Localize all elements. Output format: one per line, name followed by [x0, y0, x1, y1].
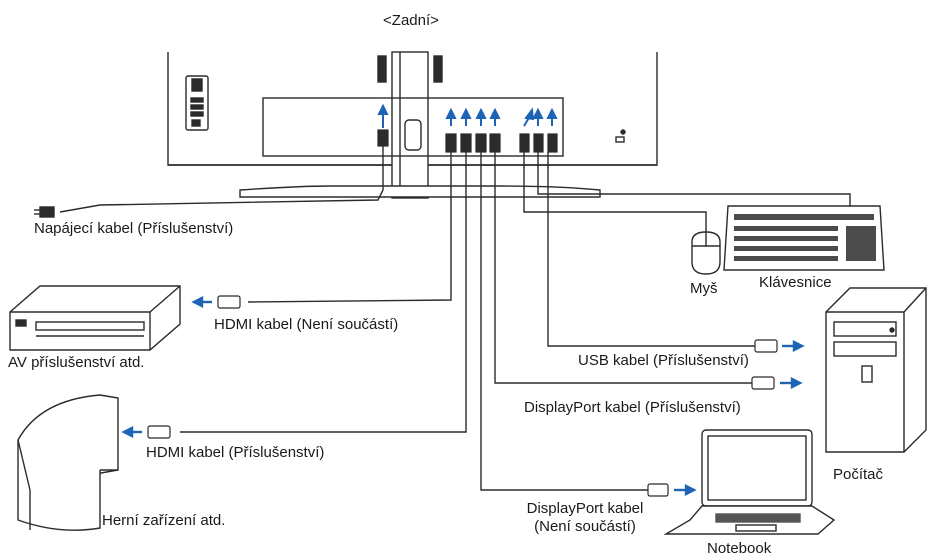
computer-label: Počítač [833, 466, 884, 483]
displayport-cable-accessory-label: DisplayPort kabel (Příslušenství) [524, 399, 741, 416]
insert-arrows [377, 103, 558, 128]
keyboard-label: Klávesnice [759, 274, 832, 291]
usb-cable-label: USB kabel (Příslušenství) [578, 352, 749, 369]
av-accessory-label: AV příslušenství atd. [8, 354, 145, 371]
keyboard-device [723, 205, 885, 271]
mouse-device [691, 231, 721, 275]
hdmi-cable-accessory-label: HDMI kabel (Příslušenství) [146, 444, 325, 461]
direction-arrows [121, 296, 805, 496]
hdmi-cable-not-included-label: HDMI kabel (Není součástí) [214, 316, 399, 333]
displayport-cable-not-included-label-line1: DisplayPort kabel [526, 500, 644, 517]
power-cable-label: Napájecí kabel (Příslušenství) [34, 220, 234, 237]
gaming-device-label: Herní zařízení atd. [102, 512, 226, 529]
page-title: <Zadní> [383, 12, 439, 29]
pc-tower [825, 287, 927, 453]
displayport-cable-not-included-label-line2: (Není součástí) [534, 518, 636, 535]
monitor-ports [377, 129, 558, 153]
notebook-device [663, 429, 836, 535]
cables [34, 146, 851, 491]
gaming-device [17, 394, 119, 531]
cable-plugs [147, 295, 778, 497]
monitor-rear [167, 51, 658, 199]
mouse-label: Myš [690, 280, 718, 297]
av-device [9, 285, 181, 351]
notebook-label: Notebook [707, 540, 772, 557]
